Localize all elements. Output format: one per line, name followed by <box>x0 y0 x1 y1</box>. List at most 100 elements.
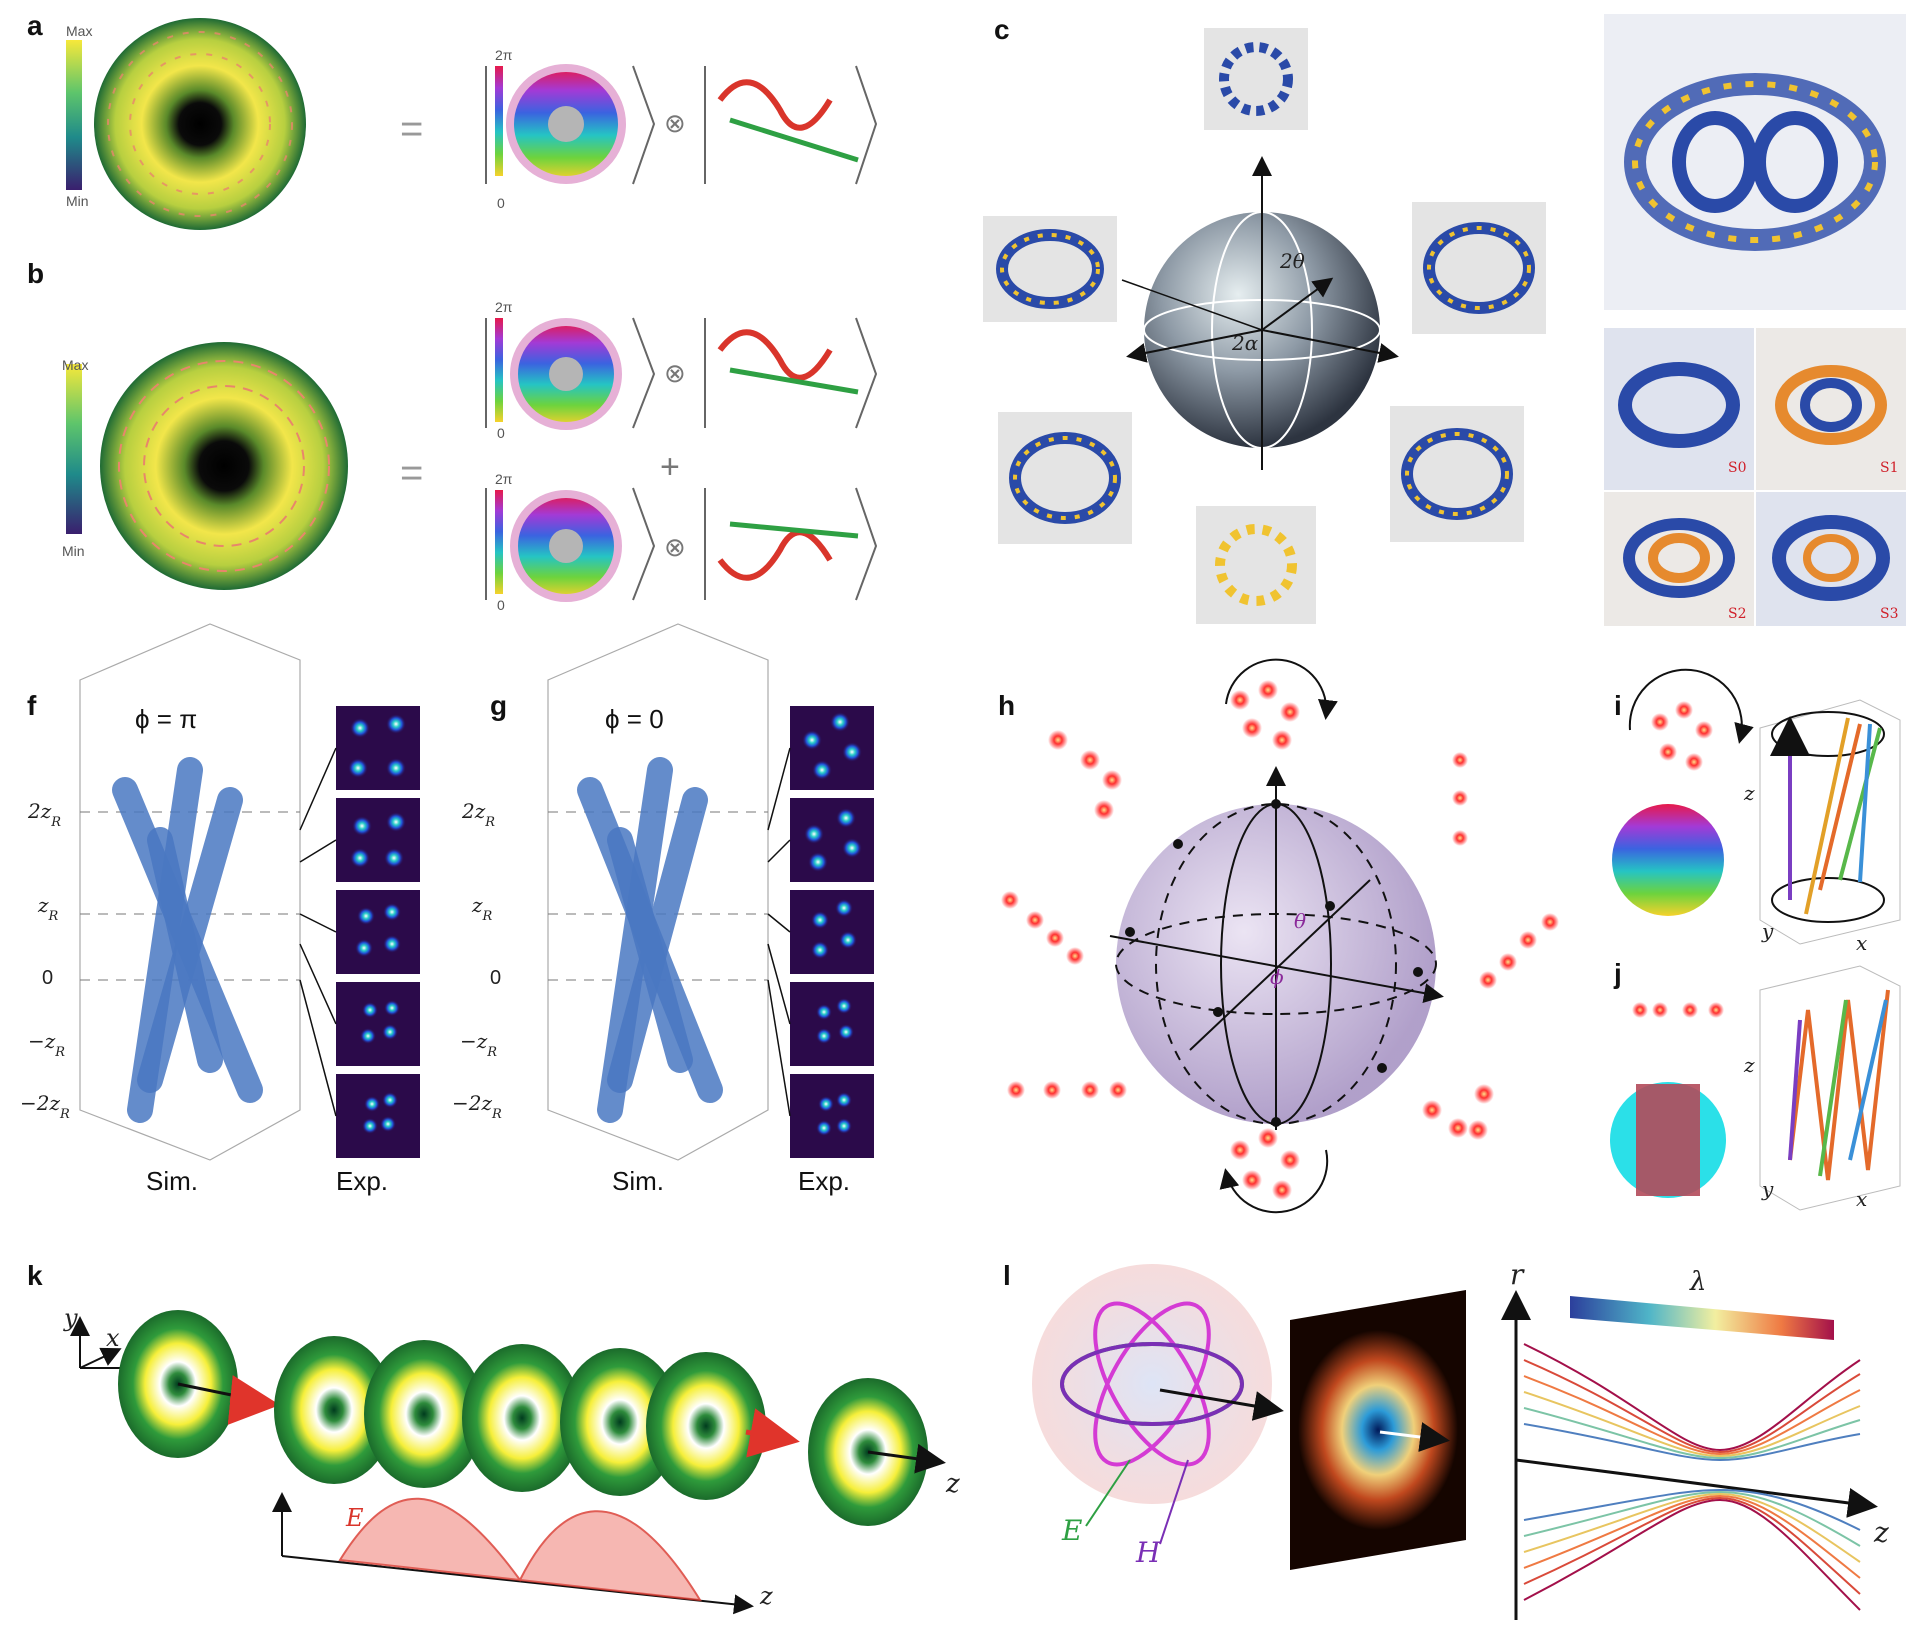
k-z-axis: z <box>945 1469 960 1499</box>
panel-f: ϕ = π 2zR zR 0 −zR −2zR Sim. Exp. <box>20 623 420 1196</box>
l-r-axis: r <box>1510 1258 1525 1291</box>
panel-label-i: i <box>1614 690 1622 721</box>
panel-a: Max Min = 2π 0 ⊗ <box>66 18 878 230</box>
f-tick-0: 0 <box>42 967 53 989</box>
panel-label-h: h <box>998 690 1016 721</box>
g-exp-tiles <box>790 706 874 1158</box>
mode-tile-right-upper <box>1412 202 1546 334</box>
colorbar-b-min: Min <box>62 543 85 559</box>
g-tick-minus-2zr: −2zR <box>452 1091 502 1122</box>
colorbar-b <box>66 364 82 534</box>
panel-label-l: l <box>1003 1260 1011 1291</box>
g-tick-0: 0 <box>490 967 501 989</box>
colorbar-a <box>66 40 82 190</box>
l-z-axis: z <box>1873 1516 1889 1549</box>
g-title: ϕ = 0 <box>605 704 664 734</box>
panel-label-a: a <box>27 10 43 41</box>
i-phase-pattern <box>1612 804 1724 916</box>
spin-helix-b2 <box>717 529 833 581</box>
panel-label-c: c <box>994 14 1010 45</box>
f-exp-label: Exp. <box>336 1166 388 1196</box>
phase-scale-a <box>495 66 503 176</box>
equals-b: = <box>400 451 423 495</box>
l-lambda-colorbar <box>1570 1296 1834 1340</box>
k-y-axis: y <box>63 1304 78 1332</box>
g-tick-2zr: 2zR <box>461 799 495 830</box>
panel-k: y x z E z <box>63 1304 960 1615</box>
k-beam-section-2 <box>274 1336 394 1484</box>
phase-top-b2: 2π <box>495 471 513 487</box>
phase-top-b1: 2π <box>495 299 513 315</box>
colorbar-a-min: Min <box>66 193 89 209</box>
panel-d <box>1604 14 1906 310</box>
f-exp-tiles <box>336 706 420 1158</box>
j-y-axis: y <box>1761 1177 1774 1201</box>
phase-bottom-b2: 0 <box>497 597 505 613</box>
f-tick-minus-zr: −zR <box>28 1029 65 1060</box>
k-beam-section-4 <box>462 1344 582 1492</box>
k-x-axis: x <box>106 1324 120 1352</box>
l-waist-curves <box>1523 1343 1861 1611</box>
panel-h: θ ϕ <box>1001 658 1559 1214</box>
panel-l: E H r z λ <box>1032 1258 1889 1620</box>
stokes-s1-label: S1 <box>1880 460 1899 476</box>
stokes-s3-label: S3 <box>1880 606 1899 622</box>
f-sim-label: Sim. <box>146 1166 198 1196</box>
colorbar-b-max: Max <box>62 357 88 373</box>
stokes-s0-label: S0 <box>1728 460 1747 476</box>
tensor-b2: ⊗ <box>664 532 686 562</box>
mode-tile-right-lower <box>1390 406 1524 542</box>
h-spot-patterns <box>1001 658 1559 1214</box>
spin-helix-a <box>717 79 833 131</box>
mode-tile-left-lower <box>998 412 1132 544</box>
phase-bottom-b1: 0 <box>497 425 505 441</box>
f-tick-minus-2zr: −2zR <box>20 1091 70 1122</box>
l-H-label: H <box>1135 1536 1161 1569</box>
intensity-donut-a <box>94 18 306 230</box>
g-exp-label: Exp. <box>798 1166 850 1196</box>
i-z-axis: z <box>1743 781 1755 805</box>
g-sim-label: Sim. <box>612 1166 664 1196</box>
panel-label-k: k <box>27 1260 43 1291</box>
mode-tile-top <box>1204 28 1308 130</box>
k-E-label: E <box>345 1504 364 1532</box>
equals-a: = <box>400 107 423 151</box>
h-theta: θ <box>1294 909 1306 933</box>
panel-j: z y x <box>1610 965 1901 1211</box>
panel-b: Max Min = 2π 0 ⊗ + 2π 0 ⊗ <box>62 299 878 613</box>
mode-tile-bottom <box>1196 506 1316 624</box>
k-beam-section-6 <box>646 1352 766 1500</box>
panel-label-j: j <box>1614 958 1622 989</box>
l-field-sphere <box>1032 1264 1272 1504</box>
k-beam-section-5 <box>560 1348 680 1496</box>
g-tick-minus-zr: −zR <box>460 1029 497 1060</box>
mode-tile-left-upper <box>983 216 1117 322</box>
tensor-a: ⊗ <box>664 108 686 138</box>
intensity-donut-b <box>100 342 348 590</box>
panel-label-f: f <box>27 690 37 721</box>
k-field-envelope <box>338 1497 702 1602</box>
angle-theta-c: 2θ <box>1279 249 1305 273</box>
l-lambda-label: λ <box>1689 1267 1706 1297</box>
panel-g: ϕ = 0 2zR zR 0 −zR −2zR Sim. Exp. <box>452 623 874 1196</box>
g-tick-zr: zR <box>471 893 493 924</box>
j-x-axis: x <box>1856 1187 1867 1211</box>
plus-b: + <box>660 448 680 486</box>
angle-alpha-c: 2α <box>1231 331 1259 355</box>
f-title: ϕ = π <box>135 704 197 734</box>
spin-helix-b1 <box>717 329 833 381</box>
colorbar-a-max: Max <box>66 23 92 39</box>
stokes-s2-label: S2 <box>1728 606 1747 622</box>
h-phi: ϕ <box>1270 965 1284 989</box>
panel-c: 2θ 2α <box>983 28 1546 624</box>
tensor-b1: ⊗ <box>664 358 686 388</box>
phase-top-a: 2π <box>495 47 513 63</box>
f-tick-zr: zR <box>37 893 59 924</box>
j-z-axis: z <box>1743 1053 1755 1077</box>
panel-i: z y x <box>1612 668 1901 955</box>
propagation-arrow-a <box>729 117 859 163</box>
panel-label-b: b <box>27 258 45 289</box>
panel-label-g: g <box>490 690 508 721</box>
phase-bottom-a: 0 <box>497 195 505 211</box>
